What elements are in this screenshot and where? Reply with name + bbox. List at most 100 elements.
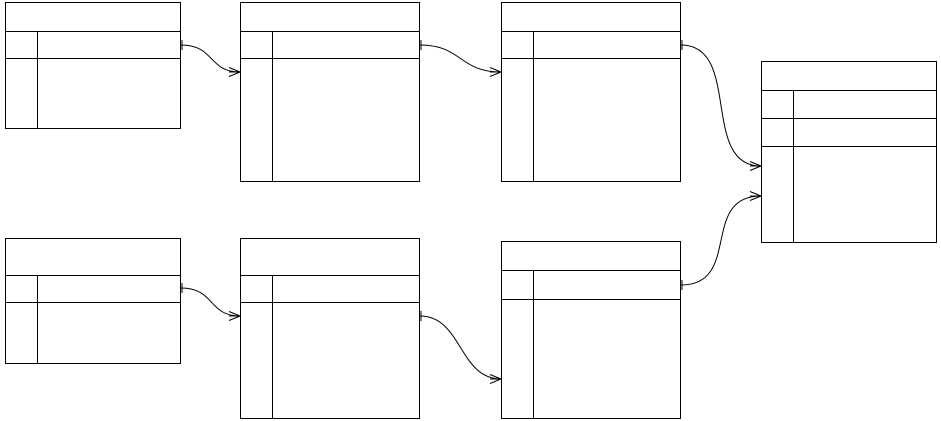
entity-key-gutter: [6, 59, 38, 129]
relationship-stateprovince-to-address: [419, 40, 502, 77]
entity-dim_product[interactable]: [501, 241, 681, 419]
entity-key-gutter: [6, 303, 38, 364]
entity-dim_productcategory[interactable]: [5, 238, 181, 364]
attribute-name: [534, 271, 680, 299]
cardinality-many-marker: [749, 191, 762, 201]
attribute-name: [534, 59, 680, 90]
key-badge-fk: [502, 360, 533, 390]
entity-key-gutter: [762, 147, 794, 242]
entity-dim_stateprovince[interactable]: [240, 2, 420, 182]
key-badge-fk: [502, 59, 533, 90]
entity-title-dim_countryregion: [6, 3, 180, 32]
relationship-product-to-fctsales: [680, 191, 762, 290]
key-badge-fk: [241, 303, 272, 332]
cardinality-many-marker: [228, 311, 241, 321]
entity-dim_address[interactable]: [501, 2, 681, 182]
relationship-address-to-fctsales: [680, 40, 762, 171]
relationship-line: [680, 44, 762, 167]
cardinality-many-marker: [228, 67, 241, 77]
entity-attributes-block: [241, 303, 419, 419]
relationship-line: [680, 195, 762, 286]
entity-attribute-list: [38, 303, 180, 364]
relationship-subcategory-to-product: [419, 311, 502, 384]
attribute-name: [794, 119, 936, 146]
entity-title-dim_productcategory: [6, 239, 180, 276]
relationship-line: [180, 287, 241, 317]
entity-attribute-list: [534, 300, 680, 419]
attribute-name: [534, 90, 680, 121]
key-badge-fk: [241, 59, 272, 90]
attribute-name: [38, 32, 180, 58]
relationship-productcategory-to-subcategory: [180, 283, 241, 321]
entity-title-dim_product: [502, 242, 680, 271]
attribute-name: [273, 151, 419, 182]
entity-key-row[interactable]: [502, 32, 680, 59]
entity-attribute-list: [38, 59, 180, 129]
entity-attribute-list: [534, 59, 680, 181]
relationship-line: [419, 44, 502, 73]
cardinality-many-marker: [489, 67, 502, 77]
attribute-name: [273, 120, 419, 151]
entity-attributes-block: [6, 303, 180, 364]
relationship-countryregion-to-stateprovince: [180, 40, 241, 77]
attribute-name: [273, 276, 419, 302]
relationship-line: [419, 315, 502, 380]
attribute-name: [534, 32, 680, 58]
key-badge-pk: [502, 32, 534, 58]
entity-attribute-list: [273, 59, 419, 181]
entity-dim_countryregion[interactable]: [5, 2, 181, 129]
entity-dim_productsubcategory[interactable]: [240, 238, 420, 419]
key-badge-pk: [762, 91, 794, 118]
attribute-name: [273, 361, 419, 390]
attribute-name: [794, 147, 936, 179]
entity-key-row[interactable]: [6, 32, 180, 59]
attribute-name: [534, 120, 680, 151]
key-badge-pk: [6, 276, 38, 302]
attribute-name: [273, 303, 419, 332]
attribute-name: [534, 300, 680, 330]
entity-attributes-block: [241, 59, 419, 181]
attribute-name: [38, 59, 180, 94]
entity-key-row[interactable]: [762, 119, 936, 147]
key-badge-pk: [6, 32, 38, 58]
attribute-name: [534, 151, 680, 182]
entity-attributes-block: [502, 300, 680, 419]
entity-attribute-list: [794, 147, 936, 242]
entity-key-gutter: [502, 300, 534, 419]
entity-key-row[interactable]: [241, 276, 419, 303]
attribute-name: [273, 32, 419, 58]
key-badge-pk: [241, 276, 273, 302]
entity-key-gutter: [241, 59, 273, 181]
entity-key-row[interactable]: [762, 91, 936, 119]
entity-title-fct_sales: [762, 62, 936, 91]
entity-key-row[interactable]: [241, 32, 419, 59]
relationship-line: [180, 44, 241, 73]
attribute-name: [38, 276, 180, 302]
attribute-name: [794, 91, 936, 118]
entity-title-dim_productsubcategory: [241, 239, 419, 276]
attribute-name: [38, 303, 180, 334]
entity-key-gutter: [241, 303, 273, 419]
attribute-name: [794, 179, 936, 211]
attribute-name: [273, 59, 419, 90]
entity-key-row[interactable]: [6, 276, 180, 303]
key-badge-pk: [762, 119, 794, 146]
key-badge-pk: [241, 32, 273, 58]
attribute-name: [534, 389, 680, 419]
entity-key-gutter: [502, 59, 534, 181]
attribute-name: [534, 360, 680, 390]
attribute-name: [273, 390, 419, 419]
entity-attributes-block: [502, 59, 680, 181]
entity-key-row[interactable]: [502, 271, 680, 300]
attribute-name: [273, 332, 419, 361]
entity-attribute-list: [273, 303, 419, 419]
cardinality-many-marker: [749, 161, 762, 171]
attribute-name: [38, 94, 180, 129]
entity-title-dim_address: [502, 3, 680, 32]
attribute-name: [273, 90, 419, 121]
key-badge-pk: [502, 271, 534, 299]
entity-fct_sales[interactable]: [761, 61, 937, 243]
entity-attributes-block: [762, 147, 936, 242]
attribute-name: [38, 334, 180, 365]
